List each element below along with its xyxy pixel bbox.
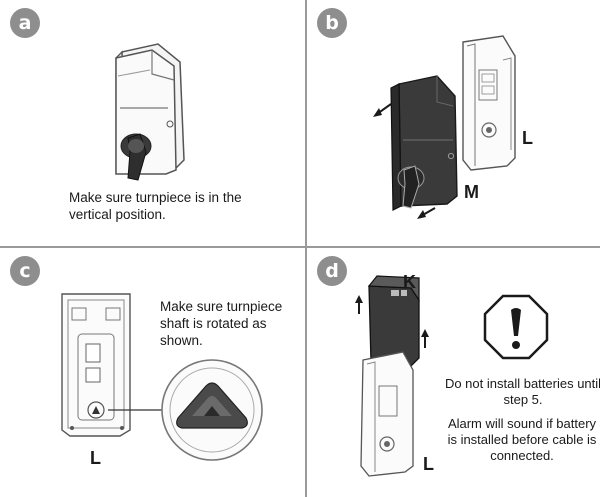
step-d-panel: d K L Do not install batteries until s bbox=[307, 248, 600, 497]
remove-inside-cover-illustration bbox=[373, 35, 516, 219]
lock-inside-illustration bbox=[115, 43, 185, 181]
step-a-badge: a bbox=[10, 8, 40, 38]
battery-warning: Do not install batteries until step 5. bbox=[444, 376, 600, 407]
part-label-l: L bbox=[522, 128, 533, 148]
step-a-panel: a Make sure turnpiece is in the vertical… bbox=[0, 0, 305, 246]
step-d-badge: d bbox=[317, 256, 347, 286]
alarm-warning: Alarm will sound if battery is installed… bbox=[447, 416, 597, 463]
step-b-badge: b bbox=[317, 8, 347, 38]
step-c-panel: c Make sure turnpiece shaft is rotated a… bbox=[0, 248, 305, 497]
vertical-divider bbox=[305, 0, 307, 497]
battery-pack-illustration bbox=[355, 275, 549, 477]
part-label-l: L bbox=[90, 448, 101, 468]
mounting-plate-illustration bbox=[61, 293, 263, 461]
step-c-badge: c bbox=[10, 256, 40, 286]
horizontal-divider bbox=[0, 246, 600, 248]
step-a-instruction: Make sure turnpiece is in the vertical p… bbox=[69, 190, 242, 222]
part-label-m: M bbox=[464, 182, 479, 202]
step-b-panel: b L M bbox=[307, 0, 600, 246]
part-label-k: K bbox=[403, 272, 416, 292]
part-label-l: L bbox=[423, 454, 434, 474]
step-c-instruction: Make sure turnpiece shaft is rotated as … bbox=[160, 299, 283, 348]
